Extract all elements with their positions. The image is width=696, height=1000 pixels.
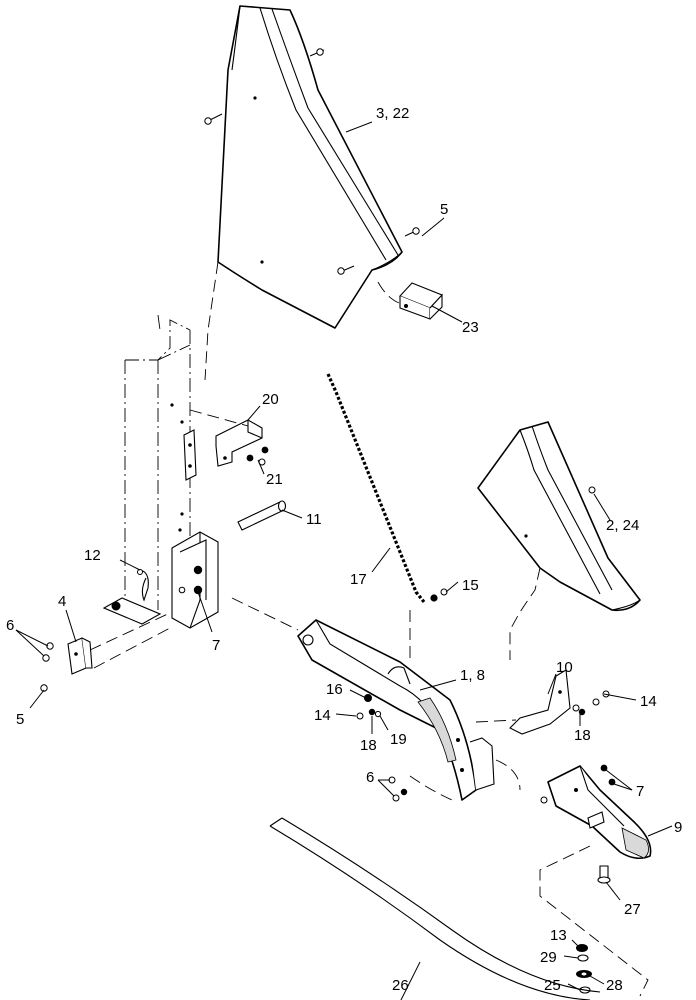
shield-bolt-right [404,227,420,237]
pivot-bracket [171,531,219,629]
callout-11: 11 [306,511,322,528]
hardware-14-18-right [572,690,610,716]
pin-part-11 [237,500,287,531]
callout-29: 29 [540,949,557,966]
callout-10: 10 [556,659,573,676]
callout-1-8: 1, 8 [460,667,485,684]
post-plate [183,429,197,481]
post-base [102,597,162,625]
bracket-part-4 [67,637,93,675]
clip-part-12 [137,569,149,602]
main-arm-part-1-8 [297,619,495,801]
strip-part-26 [269,817,601,1000]
callout-labels: 3, 22 5 23 20 21 11 12 17 15 2, 24 4 6 5… [6,105,682,994]
callout-7-left: 7 [212,637,220,654]
hardware-16-19 [356,694,382,720]
nut-part-13 [576,944,588,952]
chain-part-17 [326,373,426,603]
callout-12: 12 [84,547,101,564]
bolts-part-7-right [540,764,616,804]
callout-7-right: 7 [636,783,644,800]
bolts-part-6-bottom [388,776,408,802]
callout-19: 19 [390,731,407,748]
upper-shield-part-3-22 [217,5,403,329]
shield-bolt-left [204,113,223,125]
callout-27: 27 [624,901,641,918]
shield-bolt-top [309,48,325,57]
callout-14-left: 14 [314,707,331,724]
bracket-part-20 [215,419,263,467]
callout-17: 17 [350,571,367,588]
bracket-part-23 [399,282,443,320]
washer-part-28 [576,970,592,978]
callout-14-right: 14 [640,693,657,710]
lower-shield-part-2-24 [477,421,641,612]
bolt-part-27 [597,865,611,884]
callout-9: 9 [674,819,682,836]
callout-26: 26 [392,977,409,994]
skid-shoe-part-9 [547,765,652,860]
callout-18-left: 18 [360,737,377,754]
callout-23: 23 [462,319,479,336]
callout-3-22: 3, 22 [376,105,409,122]
callout-5-top: 5 [440,201,448,218]
callout-21: 21 [266,471,283,488]
bolts-part-21 [246,446,269,466]
bolt-part-5-left [40,684,48,692]
leader-lines [15,121,673,1000]
bolts-part-6-left [42,642,54,662]
callout-5-left: 5 [16,711,24,728]
shield-bolt-upper-right [588,486,596,494]
callout-28: 28 [606,977,623,994]
callout-6-bottom: 6 [366,769,374,786]
callout-13: 13 [550,927,567,944]
callout-18-right: 18 [574,727,591,744]
callout-20: 20 [262,391,279,408]
callout-25: 25 [544,977,561,994]
bolt-part-15 [430,588,448,602]
bracket-part-10 [509,669,571,735]
shield-bolt-lower [337,265,355,275]
washer-part-29 [577,954,589,962]
callout-6-left: 6 [6,617,14,634]
callout-4: 4 [58,593,66,610]
callout-15: 15 [462,577,479,594]
callout-2-24: 2, 24 [606,517,639,534]
callout-16: 16 [326,681,343,698]
